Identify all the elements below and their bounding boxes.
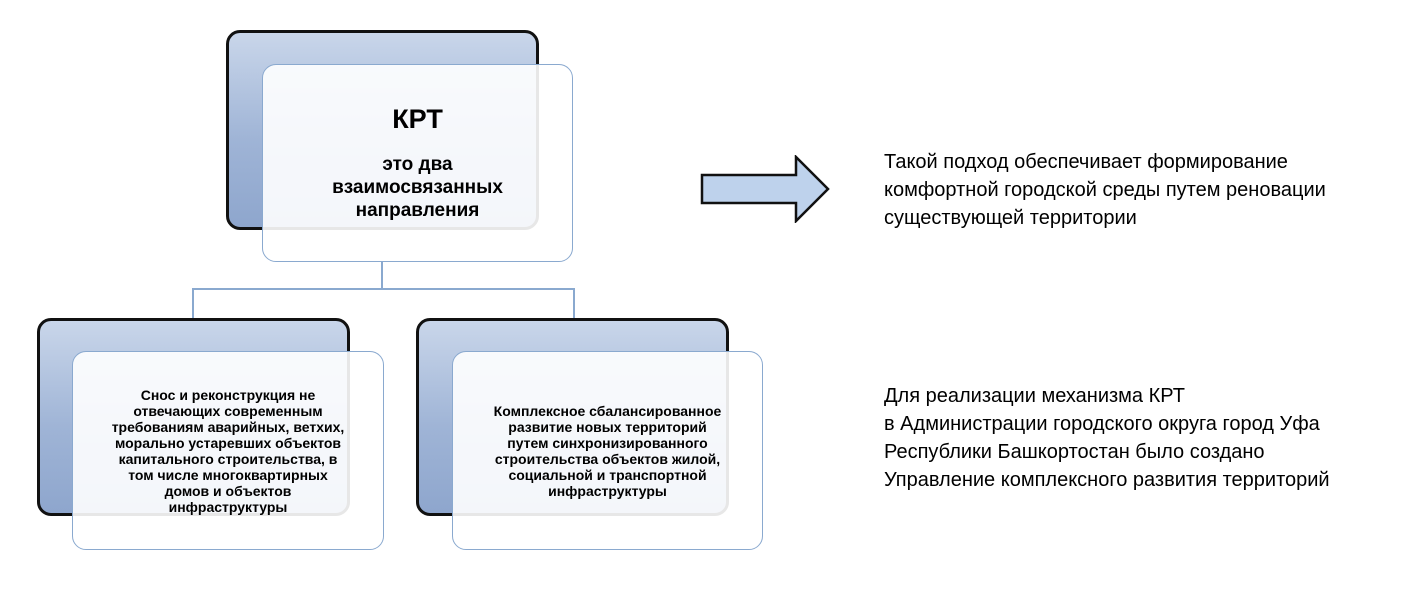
approach-text: Такой подход обеспечивает формирование к…: [884, 151, 1326, 229]
right-node-text: Комплексное сбалансированное развитие но…: [493, 402, 722, 499]
connector-vertical-right: [573, 288, 575, 319]
left-node-text: Снос и реконструкция не отвечающих совре…: [111, 386, 345, 515]
top-node: КРТ это два взаимосвязанных направления: [262, 64, 573, 262]
right-node: Комплексное сбалансированное развитие но…: [452, 351, 763, 550]
top-node-title: КРТ: [392, 104, 443, 134]
top-node-subtitle: это два взаимосвязанных направления: [332, 154, 503, 221]
connector-vertical-left: [192, 288, 194, 319]
connector-vertical-top: [381, 262, 383, 289]
right-arrow-icon: [700, 155, 830, 223]
connector-horizontal: [192, 288, 575, 290]
implementation-text: Для реализации механизма КРТ в Администр…: [884, 385, 1330, 491]
left-node: Снос и реконструкция не отвечающих совре…: [72, 351, 384, 550]
